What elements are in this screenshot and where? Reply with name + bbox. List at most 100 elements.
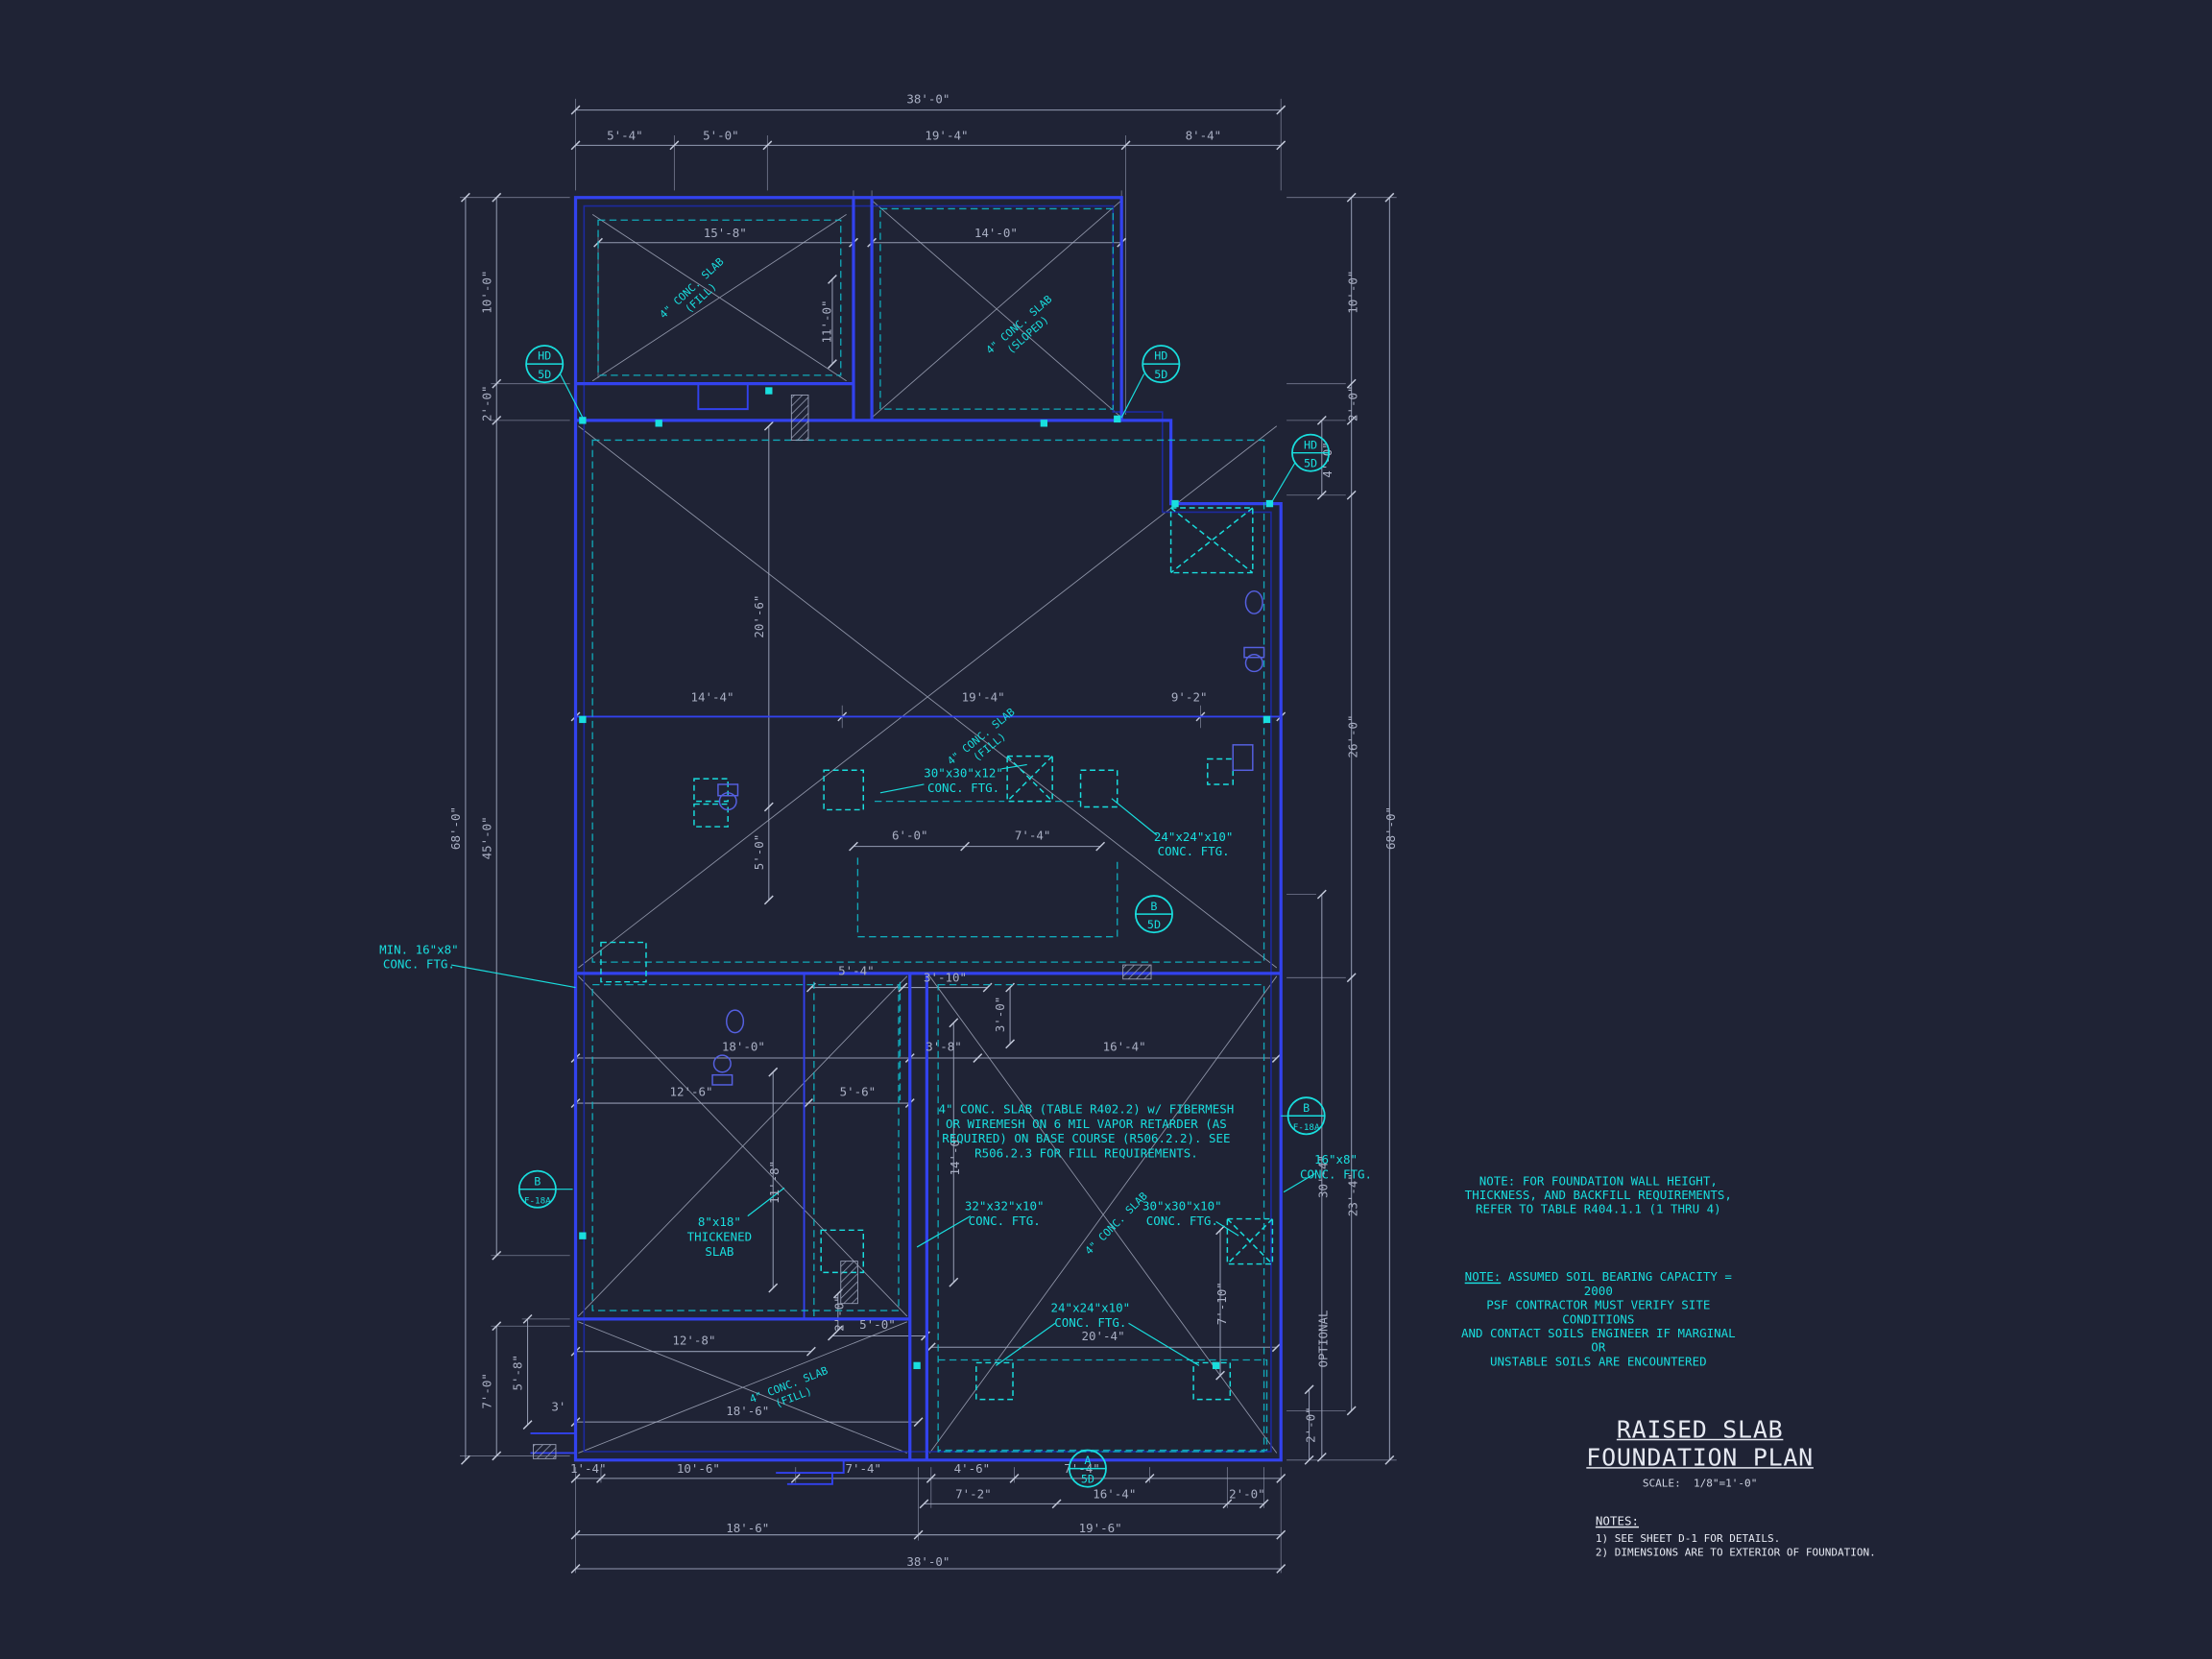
detail-marker-top-label: B <box>1303 1101 1310 1115</box>
foundation-wall-note: NOTE: FOR FOUNDATION WALL HEIGHT, THICKN… <box>1453 1175 1743 1217</box>
detail-marker-top-label: B <box>534 1174 541 1188</box>
detail-marker-bottom-label: 5D <box>1154 368 1167 381</box>
detail-marker: B F-18A <box>1286 1096 1326 1136</box>
dimension-label: 12'-8" <box>672 1333 715 1347</box>
dimension-label: 9'-2" <box>1171 689 1208 704</box>
dimension-label: 11'-8" <box>767 1161 781 1204</box>
callout-text: MIN. 16"x8" <box>379 942 459 956</box>
callout-text: CONC. FTG. <box>927 781 999 795</box>
sheet-title-line2: FOUNDATION PLAN <box>1586 1444 1814 1474</box>
detail-marker-bottom-label: 5D <box>1304 456 1317 469</box>
callout-text: 24"x24"x10" <box>1154 830 1234 844</box>
dimension-label: 7'-4" <box>1015 828 1051 842</box>
anchor-layer <box>579 387 1274 1370</box>
dimension-label: 7'-4" <box>845 1461 881 1476</box>
callout-text: CONC. FTG. <box>1158 844 1230 858</box>
dimension-label: 18'-6" <box>726 1521 769 1535</box>
dimension-label: 2'-0" <box>1303 1407 1317 1443</box>
callout-text: REQUIRED) ON BASE COURSE (R506.2.2). SEE <box>942 1131 1230 1145</box>
callout-text: 30"x30"x12" <box>924 766 1003 781</box>
detail-marker-bottom-label: 5D <box>1147 918 1161 931</box>
dimension-label: 12'-6" <box>669 1085 712 1099</box>
dimension-label: 3'-8" <box>926 1040 962 1054</box>
dimension-label: 7'-10" <box>1214 1282 1229 1325</box>
dimension-label: 3' <box>551 1399 565 1413</box>
dimension-label: 20'-4" <box>1082 1329 1125 1343</box>
dimension-label: 10'-0" <box>479 271 493 314</box>
sheet-notes-heading: NOTES: <box>1595 1515 1640 1529</box>
leader-layer <box>451 373 1315 1366</box>
callout-text: OR WIREMESH ON 6 MIL VAPOR RETARDER (AS <box>946 1117 1227 1131</box>
dimension-label: 20'-6" <box>752 595 766 638</box>
dimension-label: 30'-4" <box>1316 1155 1331 1198</box>
dimension-label: 45'-0" <box>479 816 493 859</box>
callout-text: THICKENED <box>687 1229 753 1243</box>
hatch-layer <box>532 394 1152 1459</box>
detail-marker-bottom-label: F-18A <box>524 1195 551 1206</box>
detail-marker-top-label: HD <box>1154 349 1167 363</box>
dimension-label: 23'-4" <box>1346 1173 1360 1216</box>
callout-text: SLAB <box>705 1244 733 1259</box>
detail-marker: HD 5D <box>1142 345 1181 384</box>
title-block: RAISED SLAB FOUNDATION PLAN SCALE: 1/8"=… <box>1559 1416 1841 1489</box>
soil-note-line: ASSUMED SOIL BEARING CAPACITY = 2000 <box>1507 1270 1732 1300</box>
dimension-label: 5'-4" <box>607 128 643 142</box>
dimension-label: 16'-4" <box>1103 1040 1146 1054</box>
dimension-label: 18'-0" <box>722 1040 765 1054</box>
callout-text: R506.2.3 FOR FILL REQUIREMENTS. <box>974 1146 1198 1161</box>
dimension-label: 10'-0" <box>1346 271 1360 314</box>
footing-dashed-layer <box>591 207 1268 1453</box>
dimension-label: 2'-0" <box>1346 385 1360 421</box>
dimension-label: 26'-0" <box>1346 714 1360 757</box>
foundation-note-line: NOTE: FOR FOUNDATION WALL HEIGHT, <box>1479 1175 1718 1190</box>
dimension-label: 10'-6" <box>677 1461 720 1476</box>
dimension-label: 19'-6" <box>1079 1521 1122 1535</box>
slab-label: 4" CONC. SLAB(FILL) <box>658 255 727 322</box>
soil-note-line: UNSTABLE SOILS ARE ENCOUNTERED <box>1490 1356 1707 1370</box>
sheet-note-item: 1) SEE SHEET D-1 FOR DETAILS. <box>1595 1531 1781 1545</box>
dimension-label: 7'-2" <box>955 1486 992 1501</box>
dimension-label: 5'-0" <box>859 1317 896 1332</box>
detail-marker-top-label: A <box>1084 1454 1091 1467</box>
detail-marker-top-label: B <box>1150 900 1157 913</box>
soil-note-line: AND CONTACT SOILS ENGINEER IF MARGINAL O… <box>1460 1327 1736 1357</box>
dimension-label: 16'-4" <box>1093 1486 1136 1501</box>
callout-text: 24"x24"x10" <box>1051 1301 1131 1315</box>
callout-text: 32"x32"x10" <box>965 1199 1045 1214</box>
dimension-label: 14'-4" <box>691 689 734 704</box>
dimension-label: 5'-6" <box>840 1085 877 1099</box>
callout-text: CONC. FTG. <box>1146 1214 1218 1228</box>
dimension-label: 2'-0" <box>832 1295 847 1332</box>
dimension-label: 3'-10" <box>924 971 967 985</box>
dimension-label: 3'-0" <box>993 997 1007 1033</box>
callout-text: CONC. FTG. <box>1300 1167 1372 1182</box>
detail-marker: A5D <box>1068 1449 1107 1488</box>
dimension-label: 14'-0" <box>974 226 1018 240</box>
dimension-label: 11'-0" <box>819 300 833 343</box>
dimension-label: OPTIONAL <box>1316 1310 1331 1367</box>
callout-layer: MIN. 16"x8"CONC. FTG.30"x30"x12"CONC. FT… <box>379 766 1372 1330</box>
dimension-label: 38'-0" <box>906 1554 950 1569</box>
callout-text: CONC. FTG. <box>383 957 455 972</box>
sheet-title-line1: RAISED SLAB <box>1616 1416 1784 1445</box>
dimension-label: 5'-8" <box>511 1355 525 1391</box>
dimension-label: 14'-0" <box>948 1132 962 1175</box>
soil-note-label: NOTE: <box>1464 1270 1502 1286</box>
footing-pad-layer <box>600 507 1274 1401</box>
dimension-label: 5'-0" <box>752 834 766 871</box>
dimension-label: 68'-0" <box>1383 806 1398 850</box>
dimension-label: 1'-4" <box>570 1461 607 1476</box>
soil-bearing-note: NOTE: ASSUMED SOIL BEARING CAPACITY = 20… <box>1453 1271 1743 1370</box>
dimension-label: 7'-0" <box>479 1373 493 1409</box>
detail-marker-bottom-label: F-18A <box>1293 1122 1320 1133</box>
dimension-label: 5'-4" <box>838 963 875 977</box>
callout-text: 8"x18" <box>698 1214 741 1229</box>
callout-text: CONC. FTG. <box>1054 1315 1126 1330</box>
dimension-label: 5'-0" <box>703 128 739 142</box>
dimension-label: 15'-8" <box>704 226 747 240</box>
detail-marker-top-label: HD <box>538 349 551 363</box>
